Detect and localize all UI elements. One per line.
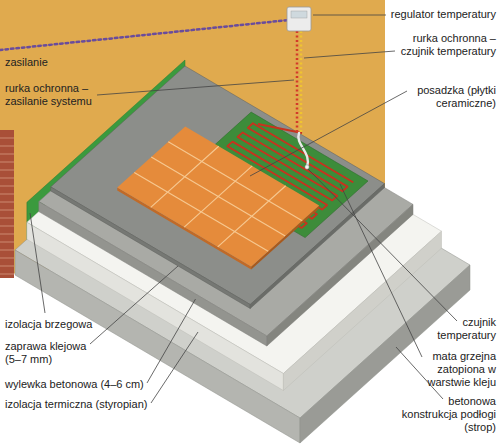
brick-mortar — [0, 138, 14, 274]
callout-label: rurka ochronna – czujnik temperatury — [381, 32, 496, 58]
leader-line — [304, 51, 395, 58]
leader-line — [90, 266, 178, 344]
callout-label: rurka ochronna – zasilanie systemu — [5, 82, 115, 108]
leader-line — [147, 299, 196, 383]
power-supply-line — [0, 20, 289, 50]
leader-line — [250, 91, 407, 176]
conduit-sensor — [300, 31, 303, 132]
leader-lines — [30, 15, 457, 403]
thermostat — [287, 7, 311, 31]
callout-label: izolacja brzegowa — [5, 318, 115, 331]
callout-label: mata grzejna zatopiona w warstwie kleju — [406, 350, 496, 389]
callout-label: izolacja termiczna (styropian) — [5, 398, 170, 411]
callout-label: zaprawa klejowa (5–7 mm) — [5, 340, 100, 366]
leader-line — [30, 213, 45, 313]
callout-label: czujnik temperatury — [416, 316, 496, 342]
thermostat-display — [291, 11, 307, 18]
tile-grout — [134, 142, 302, 252]
callout-label: zasilanie — [5, 56, 105, 69]
supply-cable — [258, 124, 302, 133]
brick-wall-section — [0, 130, 14, 278]
leader-line — [313, 15, 386, 16]
ceramic-tiles — [117, 126, 319, 269]
sensor-wire — [298, 133, 308, 167]
leader-line — [97, 80, 294, 95]
adhesive-top — [51, 66, 385, 305]
callout-label: wylewka betonowa (4–6 cm) — [5, 378, 165, 391]
callout-label: betonowa konstrukcja podłogi (strop) — [396, 395, 496, 434]
leader-line — [308, 169, 457, 321]
callout-label: posadzka (płytki ceramiczne) — [396, 84, 496, 110]
leader-line — [151, 332, 198, 403]
leader-line — [340, 184, 422, 357]
sensor-tip — [305, 165, 309, 169]
tile-top — [117, 126, 319, 266]
adhesive-layer — [51, 66, 385, 309]
callout-label: regulator temperatury — [372, 8, 496, 21]
conduit-supply — [296, 31, 299, 132]
